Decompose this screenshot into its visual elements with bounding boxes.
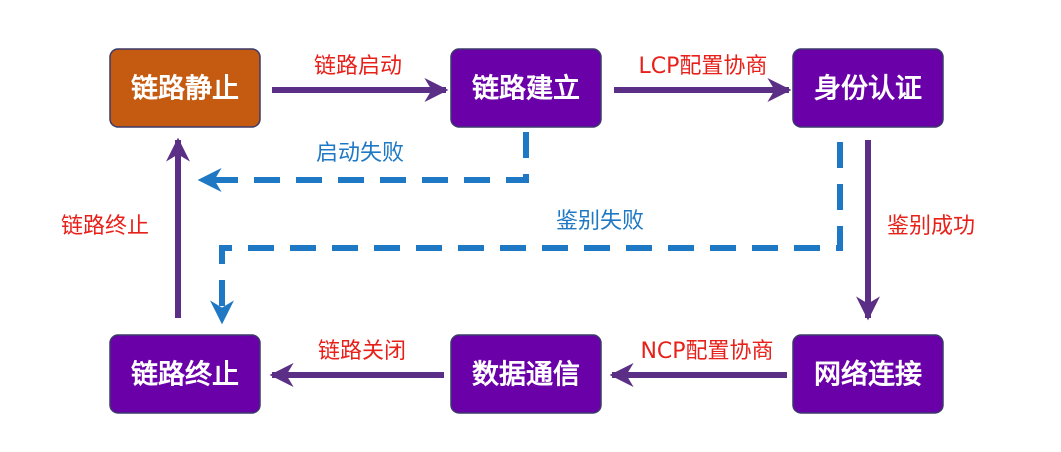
edge-start-fail-label: 启动失败 [316, 141, 404, 166]
node-link-establish: 链路建立 [450, 48, 602, 128]
edge-auth-success-label: 鉴别成功 [887, 214, 975, 239]
edge-auth-fail-label: 鉴别失败 [556, 209, 644, 234]
node-link-terminate: 链路终止 [109, 334, 261, 414]
node-network-label: 网络连接 [814, 359, 922, 391]
edge-auth-fail-arrow [210, 142, 843, 325]
node-data-comm-label: 数据通信 [472, 360, 580, 391]
edge-link-close-label: 链路关闭 [318, 339, 406, 364]
node-link-establish-label: 链路建立 [472, 73, 580, 105]
node-data-comm: 数据通信 [450, 334, 602, 414]
node-link-dead-label: 链路静止 [131, 73, 239, 105]
edge-link-end-label: 链路终止 [61, 214, 149, 239]
node-link-dead: 链路静止 [109, 48, 261, 128]
edge-start-fail-arrow [197, 132, 529, 192]
edge-lcp-negotiate-label: LCP配置协商 [639, 54, 768, 79]
node-authenticate-label: 身份认证 [814, 73, 922, 105]
node-authenticate: 身份认证 [792, 48, 944, 128]
edge-ncp-negotiate-label: NCP配置协商 [640, 339, 773, 364]
node-link-terminate-label: 链路终止 [131, 359, 239, 391]
node-network: 网络连接 [792, 334, 944, 414]
edge-link-start-label: 链路启动 [314, 54, 402, 79]
